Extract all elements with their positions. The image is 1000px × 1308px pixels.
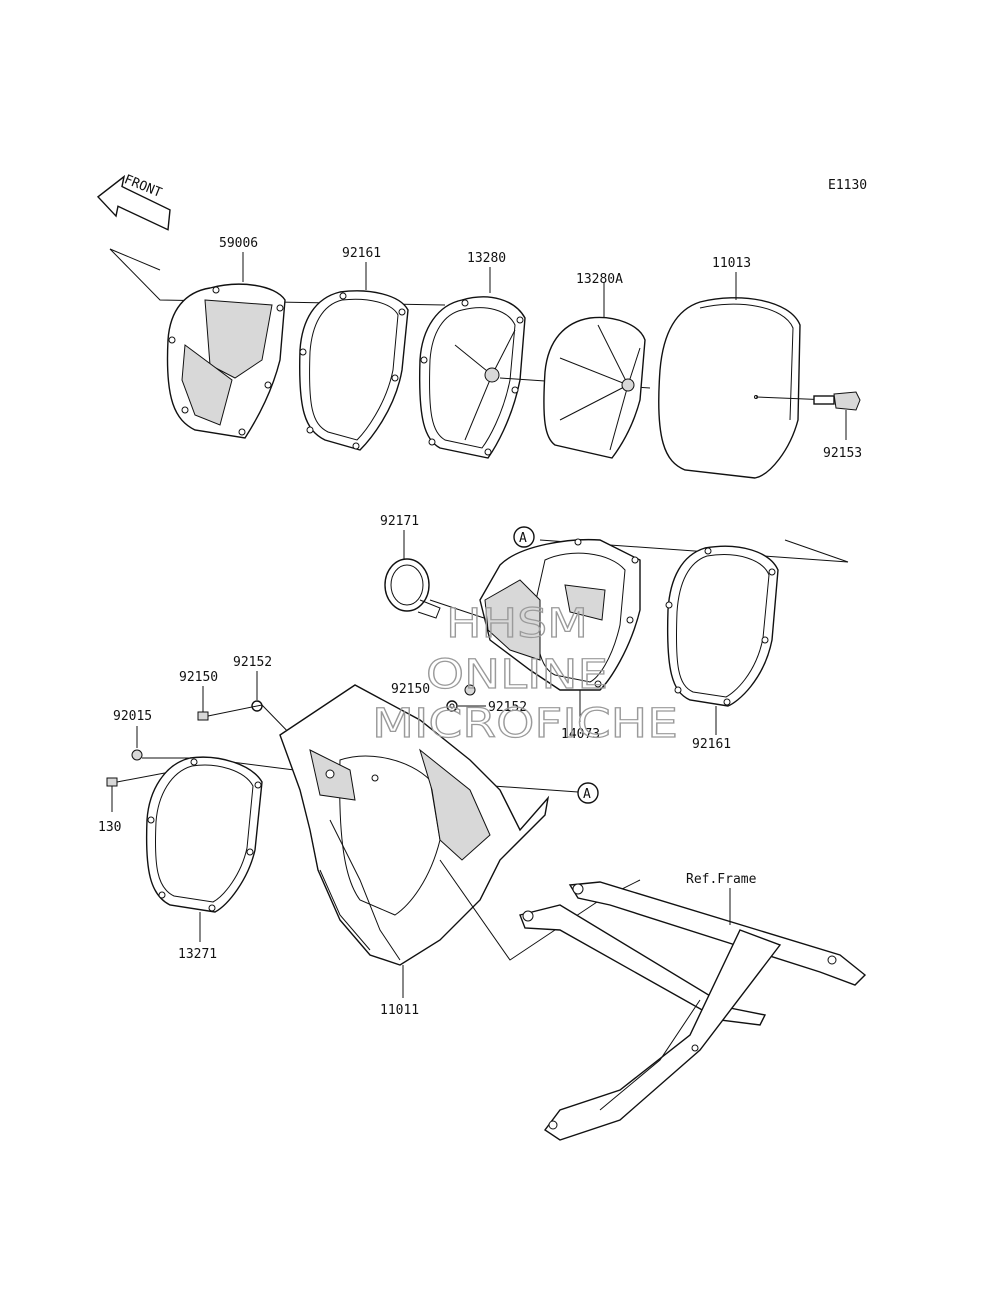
- label-92171: 92171: [380, 514, 419, 529]
- svg-text:A: A: [583, 787, 591, 802]
- nut-92015: [131, 749, 143, 761]
- bolt-92150-left: [197, 711, 209, 721]
- watermark-line-1: HHSM: [446, 601, 588, 647]
- airbox-11011: [279, 684, 550, 966]
- filter-element-11013: [658, 297, 801, 479]
- gasket-92161-top: [298, 290, 409, 451]
- gasket-13271: [145, 756, 263, 913]
- watermark-line-3: MICROFICHE: [372, 701, 678, 747]
- wing-bolt-92153: [755, 391, 861, 411]
- label-ref-frame: Ref.Frame: [686, 872, 757, 887]
- label-92161-mid: 92161: [692, 737, 731, 752]
- watermark-line-2: ONLINE: [426, 652, 608, 698]
- bolt-92150-right: [464, 684, 476, 696]
- label-92152-right: 92152: [488, 700, 527, 715]
- svg-text:A: A: [519, 531, 527, 546]
- label-13280a: 13280A: [576, 272, 623, 287]
- callout-a-top: A: [513, 526, 535, 548]
- duct-14073: [479, 538, 641, 691]
- front-arrow-icon: FRONT: [96, 172, 171, 231]
- label-92015: 92015: [113, 709, 152, 724]
- diagram-code: E1130: [828, 178, 867, 193]
- label-92150-right: 92150: [391, 682, 430, 697]
- screen-59006: [166, 283, 286, 439]
- bolt-130: [106, 777, 118, 787]
- label-11013: 11013: [712, 256, 751, 271]
- callout-a-lower: A: [577, 782, 599, 804]
- label-92150-left: 92150: [179, 670, 218, 685]
- label-13280: 13280: [467, 251, 506, 266]
- label-14073: 14073: [561, 727, 600, 742]
- watermark: HHSM ONLINE MICROFICHE: [371, 600, 678, 747]
- ref-frame: [519, 881, 867, 1141]
- clamp-92171: [384, 558, 441, 619]
- label-11011: 11011: [380, 1003, 419, 1018]
- label-59006: 59006: [219, 236, 258, 251]
- label-92152-left: 92152: [233, 655, 272, 670]
- label-13271: 13271: [178, 947, 217, 962]
- label-92153: 92153: [823, 446, 862, 461]
- frame-13280a: [543, 316, 646, 459]
- gasket-92161-mid: [665, 545, 779, 707]
- washer-92152-right: [446, 700, 458, 712]
- cage-13280: [418, 296, 526, 459]
- label-130: 130: [98, 820, 121, 835]
- label-92161-top: 92161: [342, 246, 381, 261]
